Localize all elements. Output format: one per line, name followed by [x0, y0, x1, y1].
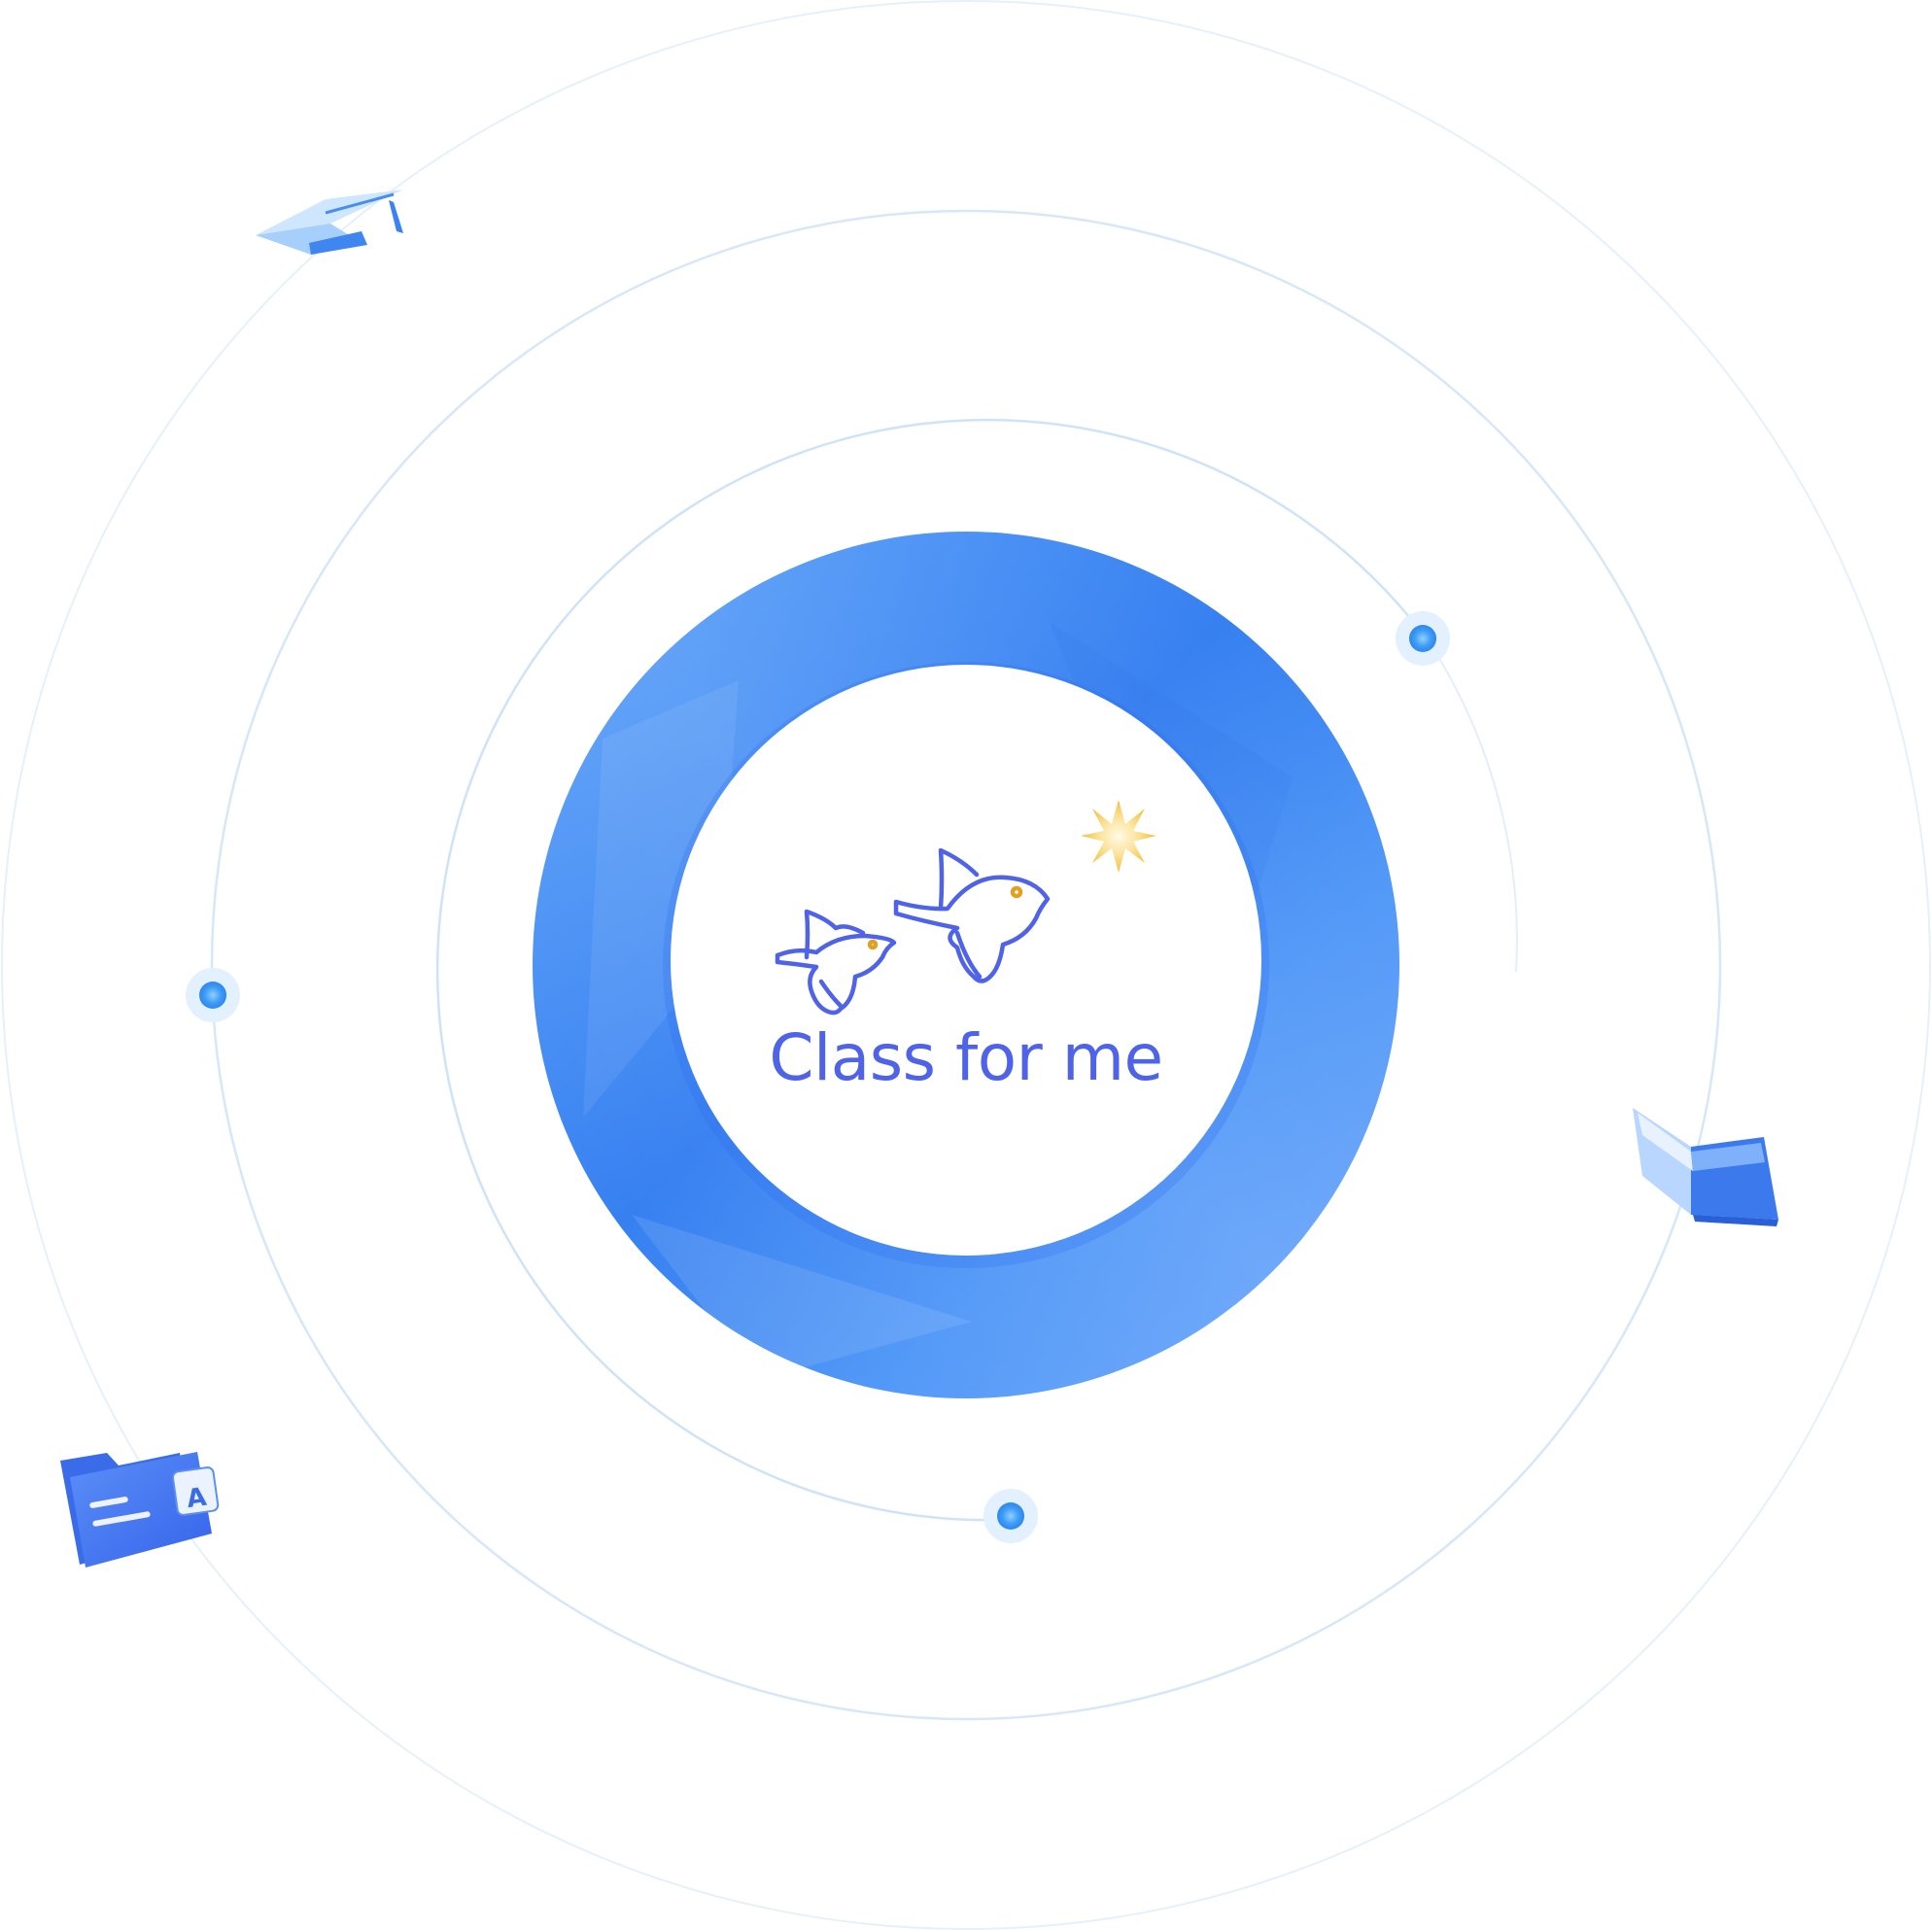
svg-text:A: A	[185, 1483, 208, 1515]
open-book-icon	[1633, 1108, 1778, 1226]
sparkle-star-icon	[1081, 800, 1156, 873]
logo-disc	[671, 665, 1261, 1256]
orbit-dot	[983, 1489, 1038, 1543]
folder-document-icon: A	[60, 1452, 220, 1568]
middle-orbit	[210, 209, 1722, 1721]
orbit-dot	[1396, 611, 1450, 666]
two-birds-logo-icon	[775, 847, 1051, 1016]
inner-orbit	[435, 418, 1431, 1522]
graduation-cap-icon	[256, 190, 403, 255]
brand-name: Class for me	[769, 1020, 1163, 1095]
orbit-dot	[186, 968, 240, 1022]
inner-orbit-faint	[1428, 640, 1518, 973]
